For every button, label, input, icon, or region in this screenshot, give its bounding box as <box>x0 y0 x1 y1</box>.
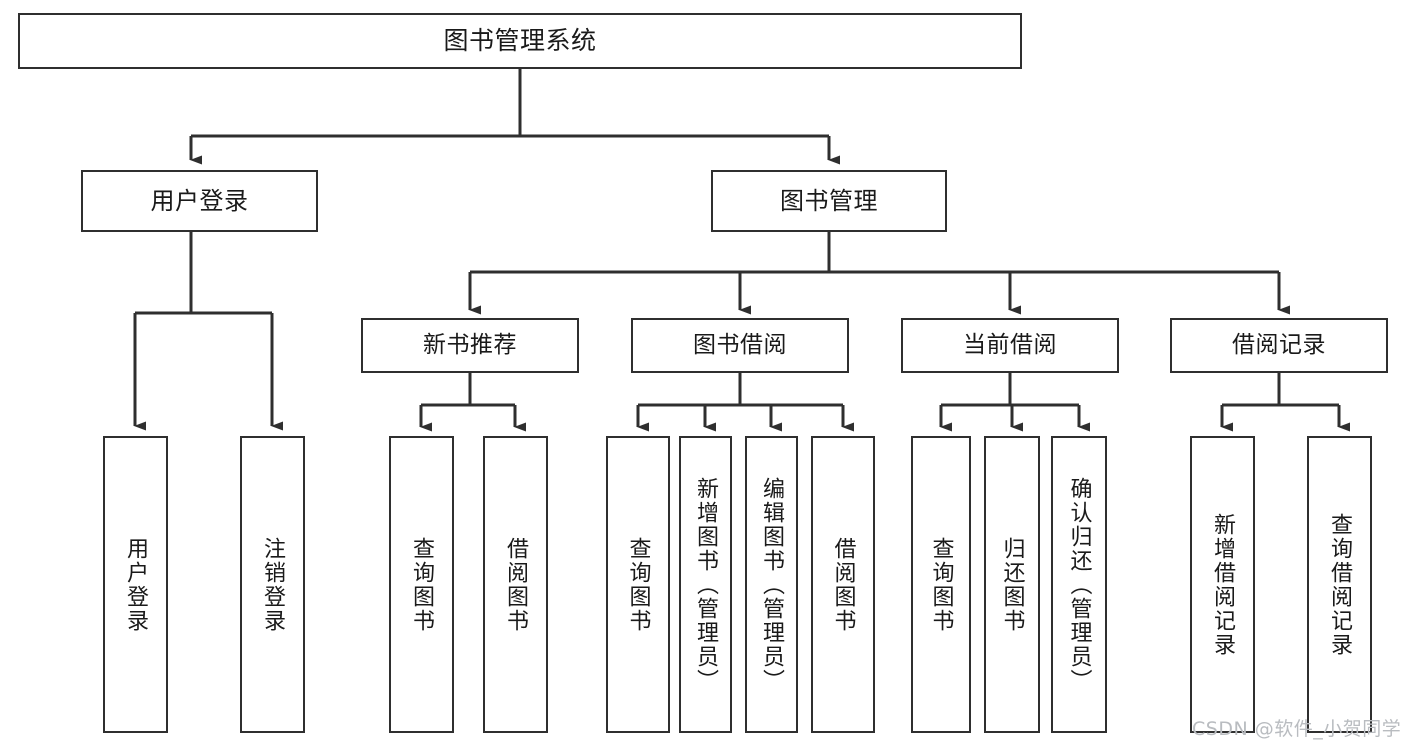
node-level3-3[interactable]: 当前借阅 <box>901 318 1119 373</box>
node-label: 归还图书 <box>999 536 1025 633</box>
node-leaf-11[interactable]: 确认归还（管理员） <box>1051 436 1107 733</box>
node-leaf-2[interactable]: 注销登录 <box>240 436 305 733</box>
node-label: 查询图书 <box>409 536 435 633</box>
node-label: 注销登录 <box>260 536 286 633</box>
node-label: 当前借阅 <box>963 331 1057 358</box>
node-level2-1[interactable]: 用户登录 <box>81 170 318 232</box>
node-label: 编辑图书（管理员） <box>759 476 785 693</box>
node-label: 查询借阅记录 <box>1327 512 1353 657</box>
node-leaf-7[interactable]: 编辑图书（管理员） <box>745 436 798 733</box>
node-label: 新增图书（管理员） <box>693 476 719 693</box>
node-label: 借阅记录 <box>1232 331 1326 358</box>
node-label: 查询图书 <box>625 536 651 633</box>
node-leaf-1[interactable]: 用户登录 <box>103 436 168 733</box>
node-label: 借阅图书 <box>503 536 529 633</box>
node-leaf-5[interactable]: 查询图书 <box>606 436 670 733</box>
node-label: 查询图书 <box>928 536 954 633</box>
node-label: 图书管理系统 <box>443 26 597 56</box>
node-label: 新增借阅记录 <box>1210 512 1236 657</box>
node-root[interactable]: 图书管理系统 <box>18 13 1022 69</box>
node-label: 用户登录 <box>123 536 149 633</box>
node-label: 图书管理 <box>780 186 878 215</box>
node-level3-2[interactable]: 图书借阅 <box>631 318 849 373</box>
node-label: 确认归还（管理员） <box>1066 476 1092 693</box>
node-leaf-9[interactable]: 查询图书 <box>911 436 971 733</box>
node-label: 用户登录 <box>150 186 249 215</box>
node-level2-2[interactable]: 图书管理 <box>711 170 947 232</box>
node-level3-4[interactable]: 借阅记录 <box>1170 318 1388 373</box>
node-leaf-8[interactable]: 借阅图书 <box>811 436 875 733</box>
node-leaf-4[interactable]: 借阅图书 <box>483 436 548 733</box>
node-label: 借阅图书 <box>830 536 856 633</box>
csdn-watermark: CSDN @软件_小贺同学 <box>1192 718 1402 740</box>
node-leaf-12[interactable]: 新增借阅记录 <box>1190 436 1255 733</box>
node-level3-1[interactable]: 新书推荐 <box>361 318 579 373</box>
node-leaf-13[interactable]: 查询借阅记录 <box>1307 436 1372 733</box>
node-leaf-10[interactable]: 归还图书 <box>984 436 1040 733</box>
node-label: 图书借阅 <box>693 331 787 358</box>
node-leaf-6[interactable]: 新增图书（管理员） <box>679 436 732 733</box>
node-label: 新书推荐 <box>423 331 517 358</box>
node-leaf-3[interactable]: 查询图书 <box>389 436 454 733</box>
